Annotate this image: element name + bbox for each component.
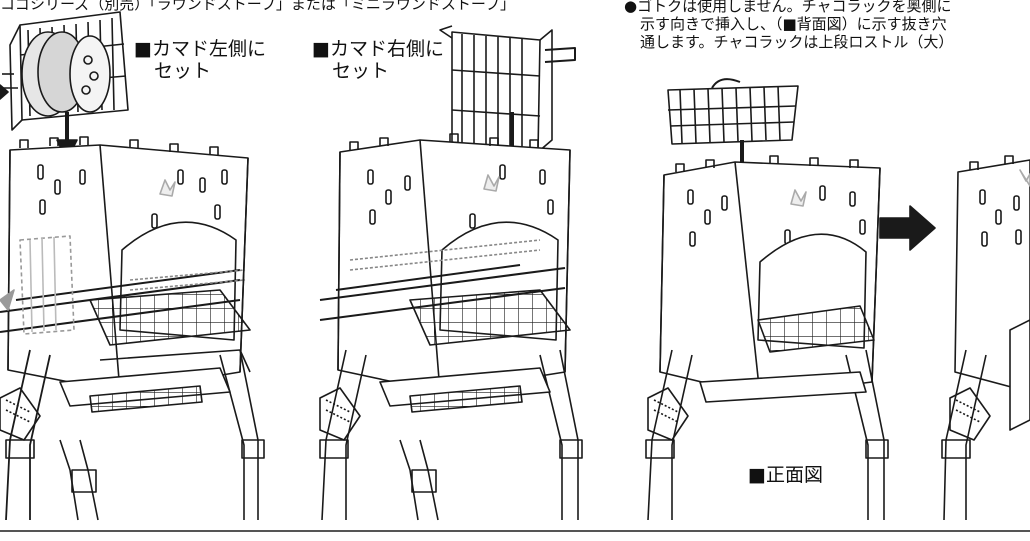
header-right-note-2: 示す向きで挿入し、（■背面図）に示す抜き穴 <box>640 15 947 33</box>
stove-right-partial <box>941 155 1030 521</box>
label-front-view: ■正面図 <box>748 464 823 486</box>
label-right-side-1: ■カマド右側に <box>312 38 444 60</box>
arrow-side-left <box>0 84 9 100</box>
label-right-side-2: セット <box>332 60 390 82</box>
bottom-divider <box>0 530 1030 532</box>
header-right-note-1: ●ゴトクは使用しません。チャコラックを奥側に <box>624 0 952 15</box>
header-right-note-3: 通します。チャコラックは上段ロストル（大） <box>640 33 954 51</box>
charcoal-rack-with-round-stove <box>0 11 129 131</box>
charcoal-rack-right <box>439 25 576 153</box>
header-left-note: コゴシリーズ（別売）「ラウンドストーブ」または「ミニラウンドストーブ」 <box>0 0 515 13</box>
label-left-side-1: ■カマド左側に <box>134 38 266 60</box>
arrow-right-big <box>879 205 936 251</box>
logo-badge-middle <box>319 387 361 441</box>
stove-left-assembly <box>0 11 265 521</box>
stove-front-view <box>645 78 889 521</box>
label-left-side-2: セット <box>154 60 212 82</box>
logo-badge-front <box>647 387 689 441</box>
charcoal-rack-top <box>667 78 799 145</box>
stove-middle-assembly <box>319 25 583 521</box>
arrow-gray-left <box>0 289 15 311</box>
logo-badge-left <box>0 387 41 441</box>
